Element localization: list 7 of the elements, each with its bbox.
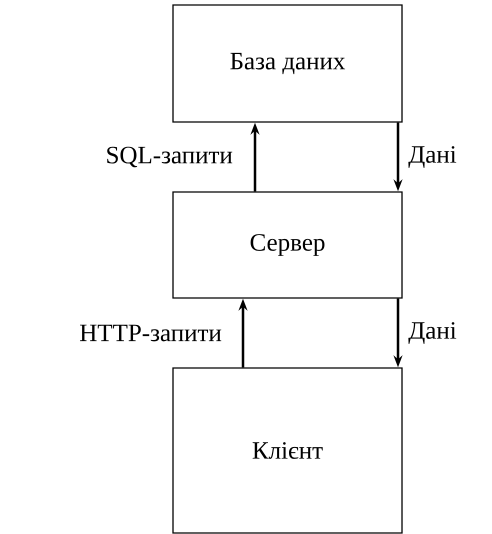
- process-box: База даних: [172, 4, 403, 123]
- edge-label: SQL-запити: [107, 146, 232, 168]
- process-box: Клієнт: [172, 367, 403, 534]
- edge-label: Дані: [408, 146, 456, 168]
- edge-label: Дані: [408, 322, 456, 344]
- edge-label: HTTP-запити: [80, 324, 222, 342]
- process-box: Сервер: [172, 191, 403, 299]
